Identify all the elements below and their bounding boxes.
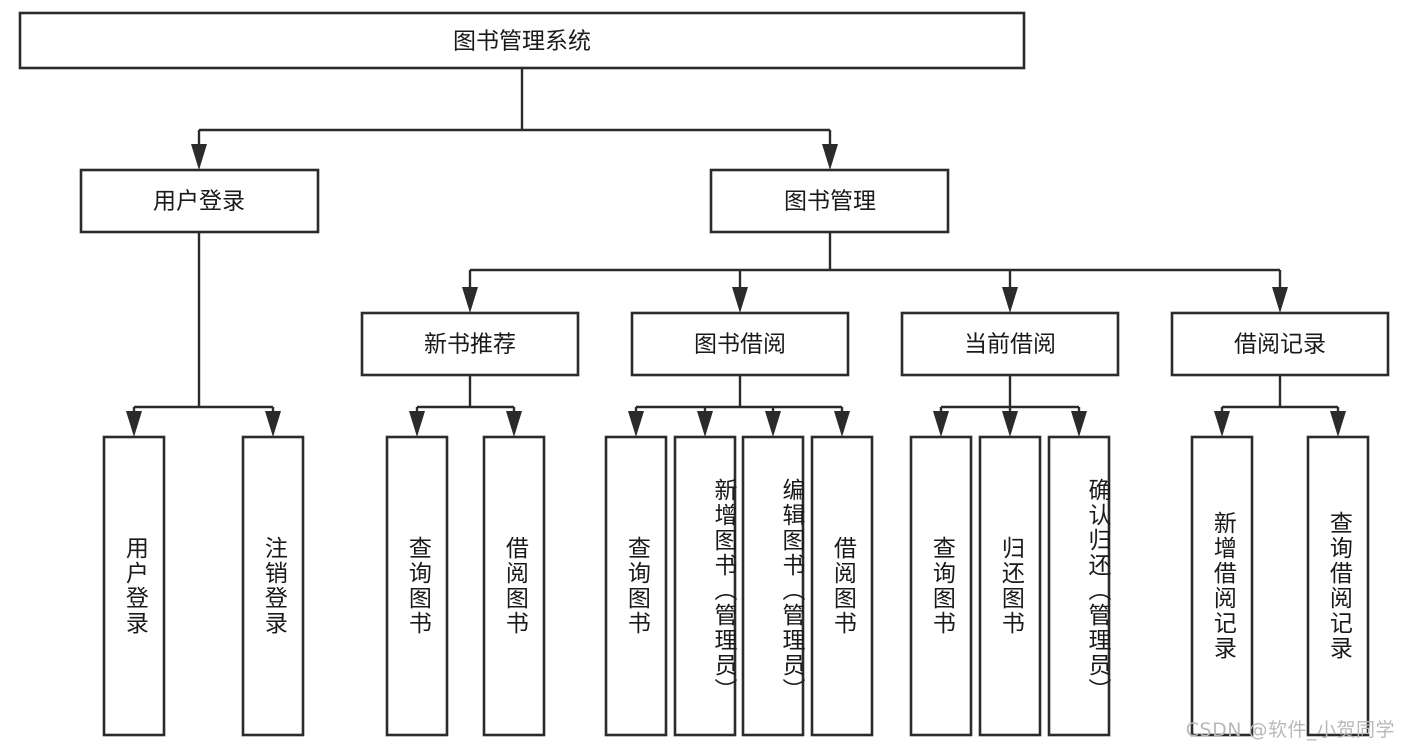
connectors-current-borrow-to-leaves (933, 375, 1087, 437)
node-book-borrow[interactable] (630, 311, 850, 377)
node-leaf-query-book-1[interactable] (385, 435, 449, 737)
node-book-borrow-label: 图书借阅 (694, 332, 786, 358)
arrow-to-current-borrow (1002, 287, 1018, 313)
node-new-book-recommend-label: 新书推荐 (424, 332, 516, 358)
arrow-to-leaf-logout (265, 411, 281, 437)
connectors-book-management-to-level3 (462, 232, 1288, 313)
arrow-to-leaf-query-book-3 (933, 411, 949, 437)
connectors-user-login-to-leaves (126, 232, 281, 437)
node-leaf-logout-login[interactable] (241, 435, 305, 737)
arrow-to-book-management (822, 144, 838, 170)
arrow-to-leaf-query-record (1330, 411, 1346, 437)
node-current-borrow-label: 当前借阅 (964, 332, 1056, 358)
arrow-to-new-book-recommend (462, 287, 478, 313)
node-book-management-label: 图书管理 (784, 189, 876, 215)
arrow-to-leaf-add-record (1214, 411, 1230, 437)
arrow-to-leaf-edit-book (765, 411, 781, 437)
node-user-login[interactable] (79, 168, 320, 234)
node-leaf-user-login[interactable] (102, 435, 166, 737)
arrow-to-leaf-user-login (126, 411, 142, 437)
node-leaf-confirm-return-admin[interactable] (1047, 435, 1111, 737)
node-leaf-borrow-book-2[interactable] (810, 435, 874, 737)
arrow-to-leaf-return-book (1002, 411, 1018, 437)
arrow-to-leaf-borrow-book-1 (506, 411, 522, 437)
node-root-book-management-system[interactable] (18, 11, 1026, 70)
connectors-book-borrow-to-leaves (628, 375, 850, 437)
arrow-to-user-login (191, 144, 207, 170)
arrow-to-leaf-query-book-1 (409, 411, 425, 437)
node-leaf-query-borrow-record[interactable] (1306, 435, 1370, 737)
arrow-to-leaf-borrow-book-2 (834, 411, 850, 437)
connectors-root-to-level2 (191, 68, 838, 170)
arrow-to-leaf-confirm-return (1071, 411, 1087, 437)
node-book-management[interactable] (709, 168, 950, 234)
node-user-login-label: 用户登录 (153, 189, 245, 215)
node-leaf-query-book-2[interactable] (604, 435, 668, 737)
node-root-label: 图书管理系统 (453, 29, 591, 55)
arrow-to-leaf-query-book-2 (628, 411, 644, 437)
node-borrow-record-label: 借阅记录 (1234, 332, 1326, 358)
node-leaf-add-book-admin[interactable] (673, 435, 737, 737)
node-new-book-recommend[interactable] (360, 311, 580, 377)
csdn-watermark: CSDN @软件_小贺同学 (1185, 719, 1395, 741)
node-leaf-edit-book-admin[interactable] (741, 435, 805, 737)
connectors-borrow-record-to-leaves (1214, 375, 1346, 437)
node-leaf-query-book-3[interactable] (909, 435, 973, 737)
arrow-to-borrow-record (1272, 287, 1288, 313)
node-leaf-add-borrow-record[interactable] (1190, 435, 1254, 737)
node-current-borrow[interactable] (900, 311, 1120, 377)
arrow-to-leaf-add-book (697, 411, 713, 437)
node-leaf-return-book[interactable] (978, 435, 1042, 737)
node-borrow-record[interactable] (1170, 311, 1390, 377)
arrow-to-book-borrow (732, 287, 748, 313)
node-leaf-borrow-book-1[interactable] (482, 435, 546, 737)
connectors-new-book-recommend-to-leaves (409, 375, 522, 437)
